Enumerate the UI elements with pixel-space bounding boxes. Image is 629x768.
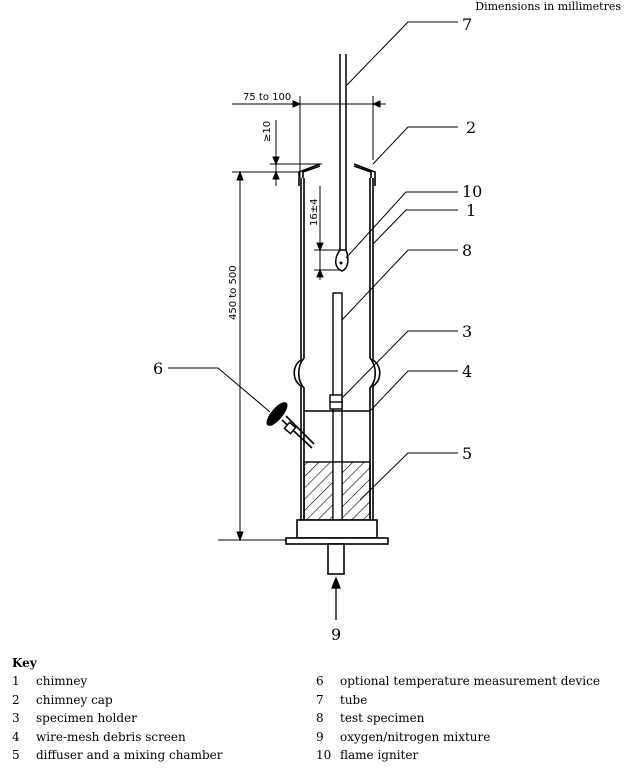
key-item-text: diffuser and a mixing chamber [36,748,223,762]
key-item-text: tube [340,692,368,707]
key-item-number: 2 [12,692,20,707]
key-item-number: 9 [316,729,324,744]
key-item-number: 1 [12,674,20,688]
key-item-number: 8 [316,711,324,725]
dim-height-label: 450 to 500 [228,265,239,320]
flame-igniter [335,249,349,272]
key-section: Key 1 chimney 2 chimney cap 3 specimen hold… [12,656,622,762]
chimney [293,178,381,520]
key-item-text: chimney cap [36,692,113,707]
dim-top-gap-label: ≥10 [262,121,273,142]
key-item-number: 5 [12,748,20,762]
callout-1: 1 [466,201,476,220]
key-item-number: 10 [316,748,332,762]
callout-7: 7 [462,15,472,34]
callout-6: 6 [153,359,163,378]
dim-width-label: 75 to 100 [243,92,291,103]
key-title: Key [12,656,37,670]
key-item: 3 specimen holder [12,711,312,730]
gas-inlet-arrow [331,576,341,620]
key-column-right: 6 optional temperature measurement device… [316,674,616,767]
key-column-left: 1 chimney 2 chimney cap 3 specimen holder 4… [12,674,312,767]
key-item: 2 chimney cap [12,693,312,712]
key-item: 4 wire-mesh debris screen [12,730,312,749]
dim-igniter-gap-label: 16±4 [309,199,320,226]
callout-10: 10 [462,182,482,201]
key-item-text: flame igniter [340,748,419,762]
leader-lines [168,21,458,501]
key-item-number: 3 [12,711,20,725]
temperature-device [266,402,315,449]
key-item-text: wire-mesh debris screen [36,729,186,744]
key-item-number: 4 [12,729,20,744]
specimen-holder [329,394,343,410]
tube [339,54,347,252]
key-item-text: chimney [36,674,88,688]
callout-9: 9 [331,625,341,644]
callout-4: 4 [462,362,472,381]
key-item-text: optional temperature measurement device [340,674,600,688]
key-item: 6 optional temperature measurement device [316,674,616,693]
callout-3: 3 [462,322,472,341]
key-item: 8 test specimen [316,711,616,730]
key-item: 10 flame igniter [316,748,616,767]
key-item-text: specimen holder [36,711,137,725]
callout-8: 8 [462,241,472,260]
key-item: 5 diffuser and a mixing chamber [12,748,312,767]
callout-2: 2 [466,118,476,137]
chimney-cap [298,163,376,186]
base [285,519,389,575]
key-item: 7 tube [316,693,616,712]
key-item-number: 6 [316,674,324,688]
apparatus-diagram: 7 2 10 1 8 3 4 5 6 9 75 to 100 ≥10 16±4 … [153,15,482,644]
dimension-lines [218,96,386,542]
flame-igniter-dot [339,261,343,265]
key-item-number: 7 [316,692,324,707]
key-item: 9 oxygen/nitrogen mixture [316,730,616,749]
dimensions-note: Dimensions in millimetres [475,0,621,13]
key-item-text: test specimen [340,711,425,725]
key-item: 1 chimney [12,674,312,693]
callout-5: 5 [462,444,472,463]
key-item-text: oxygen/nitrogen mixture [340,729,491,744]
specimen-lower-section [332,461,343,521]
